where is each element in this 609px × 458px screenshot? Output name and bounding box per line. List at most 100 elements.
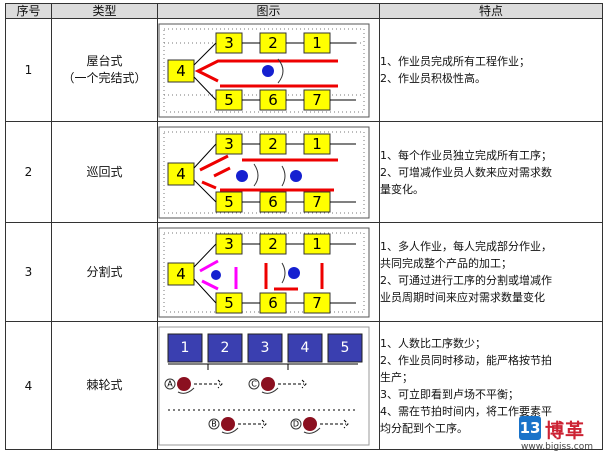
process-box-label: 6 (268, 294, 278, 312)
ratchet-layout-diagram: 1 2 3 4 5 A C (158, 326, 370, 445)
process-box-label: 3 (224, 34, 234, 52)
header-type: 类型 (51, 3, 158, 19)
feature-line: 量变化。 (380, 182, 424, 196)
process-box-label: 4 (176, 265, 186, 283)
marker-icon (164, 378, 176, 389)
diagram-grid (163, 28, 365, 112)
worker-curve (277, 58, 284, 83)
row-type: 屋台式 （一个完结式） (51, 18, 158, 122)
worker-path-arrow (199, 259, 238, 290)
diagram-grid (163, 232, 365, 312)
feature-line: 生产； (380, 370, 413, 384)
worker-curve (303, 427, 321, 434)
figure-cell: 3 2 1 4 5 6 7 (157, 18, 380, 122)
feature-line: 2、作业员积极性高。 (380, 72, 486, 85)
worker-curve (281, 262, 286, 283)
move-arrow (320, 419, 349, 428)
process-box-label: 1 (312, 135, 322, 153)
process-block-label: 1 (181, 340, 190, 356)
worker-dot (211, 269, 221, 280)
worker-curve (221, 427, 239, 434)
table-row: 2 巡回式 3 2 1 4 5 6 7 (5, 121, 603, 223)
feature-line: 1、每个作业员独立完成所有工序； (380, 148, 552, 162)
process-block (327, 333, 363, 362)
table-row: 3 分割式 3 2 1 4 5 6 7 (5, 222, 603, 322)
figure-cell: 3 2 1 4 5 6 7 (157, 222, 380, 322)
process-box-label: 2 (268, 235, 278, 253)
process-box-label: 7 (312, 91, 322, 109)
features-cell: 1、人数比工序数少； 2、作业员同时移动，能严格按节拍 生产； 3、可立即看到卢… (379, 321, 603, 450)
flow-arrows (193, 143, 356, 202)
table-row: 4 棘轮式 1 2 3 4 5 A (5, 321, 603, 450)
row-index: 4 (5, 321, 52, 450)
flow-arrows (193, 42, 356, 100)
move-arrow (194, 379, 223, 388)
process-box-label: 3 (224, 135, 234, 153)
process-block (287, 333, 323, 362)
type-line: 屋台式 (86, 54, 123, 68)
logo-mark: 13 (519, 416, 541, 440)
diagram-grid (163, 131, 365, 213)
header-features: 特点 (379, 3, 603, 19)
process-block-label: 5 (341, 340, 350, 356)
patrol-layout-diagram: 3 2 1 4 5 6 7 (158, 126, 370, 218)
worker-curve (253, 163, 259, 186)
split-layout-diagram: 3 2 1 4 5 6 7 (158, 227, 370, 317)
marker-label: D (293, 419, 299, 428)
worker-dot (261, 376, 275, 391)
process-box (167, 59, 195, 82)
process-block (207, 333, 243, 362)
feature-line: 均分配到个工序。 (380, 421, 468, 435)
worker-curve (281, 165, 286, 186)
feature-line: 1、人数比工序数少； (380, 336, 486, 350)
process-box-label: 1 (312, 235, 322, 253)
conveyor-line (168, 363, 358, 370)
move-arrow (278, 379, 307, 388)
row-index: 3 (5, 222, 52, 322)
row-type: 分割式 (51, 222, 158, 322)
worker-dot (221, 416, 235, 431)
process-box-label: 4 (176, 165, 186, 183)
worker-path-arrow (199, 154, 338, 191)
process-box-label: 6 (268, 193, 278, 211)
process-box-label: 1 (312, 34, 322, 52)
marker-icon (248, 378, 260, 389)
worker-dot (262, 64, 274, 77)
logo-name: 博革 (545, 420, 586, 442)
process-block-label: 3 (261, 340, 270, 356)
feature-line: 2、可通过进行工序的分割或增减作 (380, 274, 552, 287)
process-block-label: 4 (301, 340, 310, 356)
feature-line: 2、可增减作业员人数来应对需求数 (380, 165, 552, 179)
marker-label: A (167, 379, 173, 388)
row-index: 1 (5, 18, 52, 122)
process-box (167, 162, 195, 185)
type-line: 分割式 (86, 264, 123, 279)
process-box-label: 5 (224, 91, 234, 109)
row-index: 2 (5, 121, 52, 223)
production-layout-table: 序号 类型 图示 特点 1 屋台式 （一个完结式） 3 2 1 4 (5, 3, 603, 450)
type-line: （一个完结式） (62, 71, 147, 85)
table-row: 1 屋台式 （一个完结式） 3 2 1 4 5 6 (5, 18, 603, 122)
process-box-label: 5 (224, 294, 234, 312)
header-row: 序号 类型 图示 特点 (5, 3, 603, 19)
process-block-label: 2 (221, 340, 230, 356)
worker-dot (236, 169, 248, 182)
process-box-label: 3 (224, 235, 234, 253)
process-box-label: 4 (176, 62, 186, 80)
feature-line: 1、多人作业，每人完成部分作业， (380, 240, 552, 253)
process-box-label: 2 (268, 135, 278, 153)
type-line: 巡回式 (86, 164, 123, 179)
stall-layout-diagram: 3 2 1 4 5 6 7 (158, 23, 370, 117)
row-type: 棘轮式 (51, 321, 158, 450)
watermark-logo: 13 博革 www.bigiss.com (519, 414, 605, 454)
process-box-label: 7 (312, 294, 322, 312)
feature-line: 共同完成整个产品的加工； (380, 257, 512, 270)
figure-cell: 3 2 1 4 5 6 7 (157, 121, 380, 223)
logo-url: www.bigiss.com (521, 442, 594, 452)
process-block (247, 333, 283, 362)
worker-dot (177, 376, 191, 391)
feature-line: 业员周期时间来应对需求数量变化 (380, 291, 545, 304)
worker-dot (303, 416, 317, 431)
process-box-label: 2 (268, 34, 278, 52)
process-box-label: 6 (268, 91, 278, 109)
